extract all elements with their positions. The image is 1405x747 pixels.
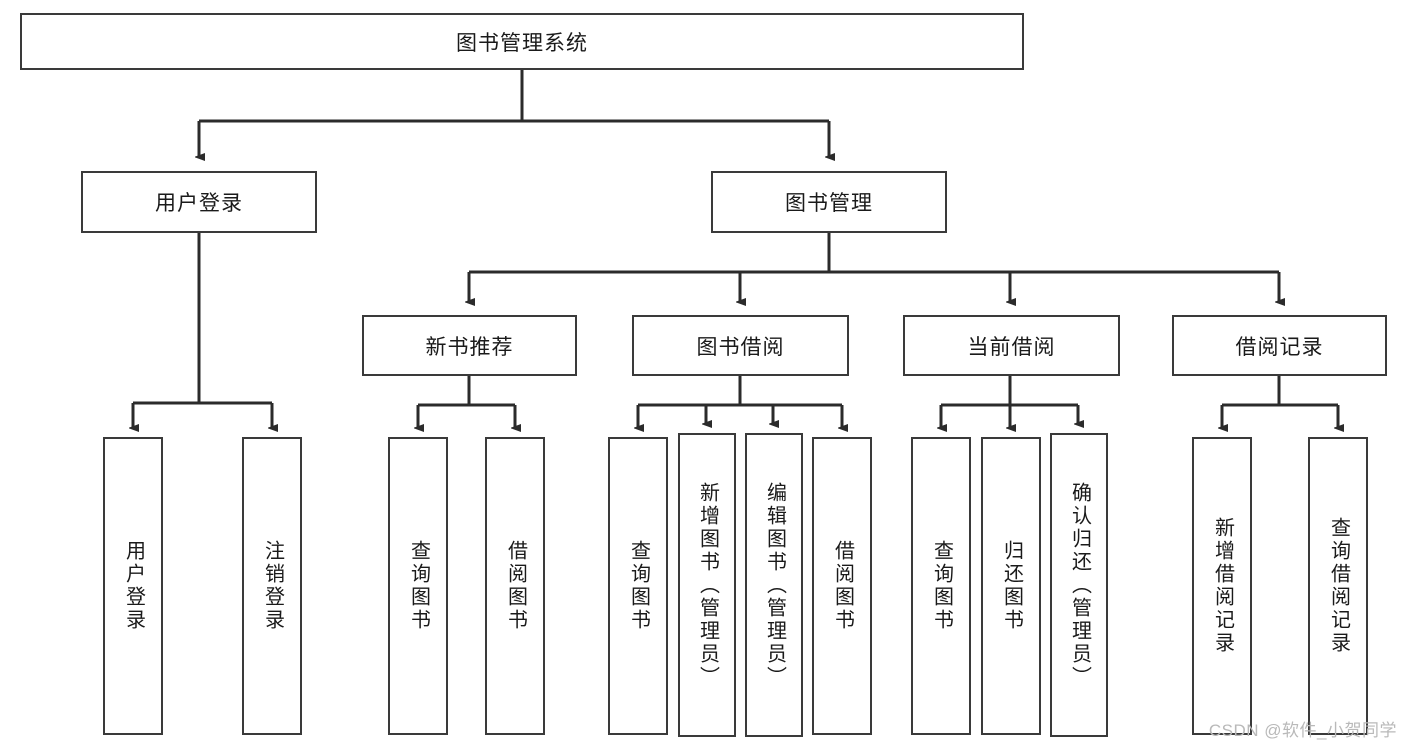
leaf-query-borrow-record[interactable]: 查询借阅记录 xyxy=(1308,437,1368,735)
leaf-user-logout[interactable]: 注销登录 xyxy=(242,437,302,735)
leaf-query-book-newbook[interactable]: 查询图书 xyxy=(388,437,448,735)
node-label: 图书管理系统 xyxy=(456,31,588,55)
node-book-management[interactable]: 图书管理 xyxy=(711,171,947,233)
node-label: 查询图书 xyxy=(407,540,430,632)
node-root[interactable]: 图书管理系统 xyxy=(20,13,1024,70)
leaf-query-book-borrow[interactable]: 查询图书 xyxy=(608,437,668,735)
node-label: 用户登录 xyxy=(155,192,243,215)
leaf-borrow-book-newbook[interactable]: 借阅图书 xyxy=(485,437,545,735)
csdn-watermark: CSDN @软件_小贺同学 xyxy=(1208,721,1397,740)
leaf-add-borrow-record[interactable]: 新增借阅记录 xyxy=(1192,437,1252,735)
leaf-user-login[interactable]: 用户登录 xyxy=(103,437,163,735)
node-user-login[interactable]: 用户登录 xyxy=(81,171,317,233)
leaf-edit-book-admin[interactable]: 编辑图书（管理员） xyxy=(745,433,803,737)
node-borrow-record[interactable]: 借阅记录 xyxy=(1172,315,1387,376)
node-label: 查询图书 xyxy=(930,540,953,632)
node-label: 查询借阅记录 xyxy=(1327,517,1350,655)
leaf-borrow-book-borrow[interactable]: 借阅图书 xyxy=(812,437,872,735)
node-label: 借阅图书 xyxy=(831,540,854,632)
node-label: 图书管理 xyxy=(785,192,873,215)
leaf-add-book-admin[interactable]: 新增图书（管理员） xyxy=(678,433,736,737)
node-label: 注销登录 xyxy=(261,540,284,632)
node-label: 借阅记录 xyxy=(1235,335,1324,359)
leaf-confirm-return-admin[interactable]: 确认归还（管理员） xyxy=(1050,433,1108,737)
node-label: 确认归还（管理员） xyxy=(1068,481,1091,689)
node-label: 查询图书 xyxy=(627,540,650,632)
node-label: 新增借阅记录 xyxy=(1211,517,1234,655)
node-book-borrow[interactable]: 图书借阅 xyxy=(632,315,849,376)
leaf-return-book[interactable]: 归还图书 xyxy=(981,437,1041,735)
node-label: 归还图书 xyxy=(1000,540,1023,632)
leaf-query-book-current[interactable]: 查询图书 xyxy=(911,437,971,735)
node-label: 新书推荐 xyxy=(425,335,514,359)
node-label: 当前借阅 xyxy=(967,335,1056,359)
node-label: 借阅图书 xyxy=(504,540,527,632)
node-label: 编辑图书（管理员） xyxy=(763,481,786,689)
node-label: 用户登录 xyxy=(122,540,145,632)
node-label: 新增图书（管理员） xyxy=(696,481,719,689)
node-new-book-recommend[interactable]: 新书推荐 xyxy=(362,315,577,376)
node-current-borrow[interactable]: 当前借阅 xyxy=(903,315,1120,376)
node-label: 图书借阅 xyxy=(696,335,785,359)
